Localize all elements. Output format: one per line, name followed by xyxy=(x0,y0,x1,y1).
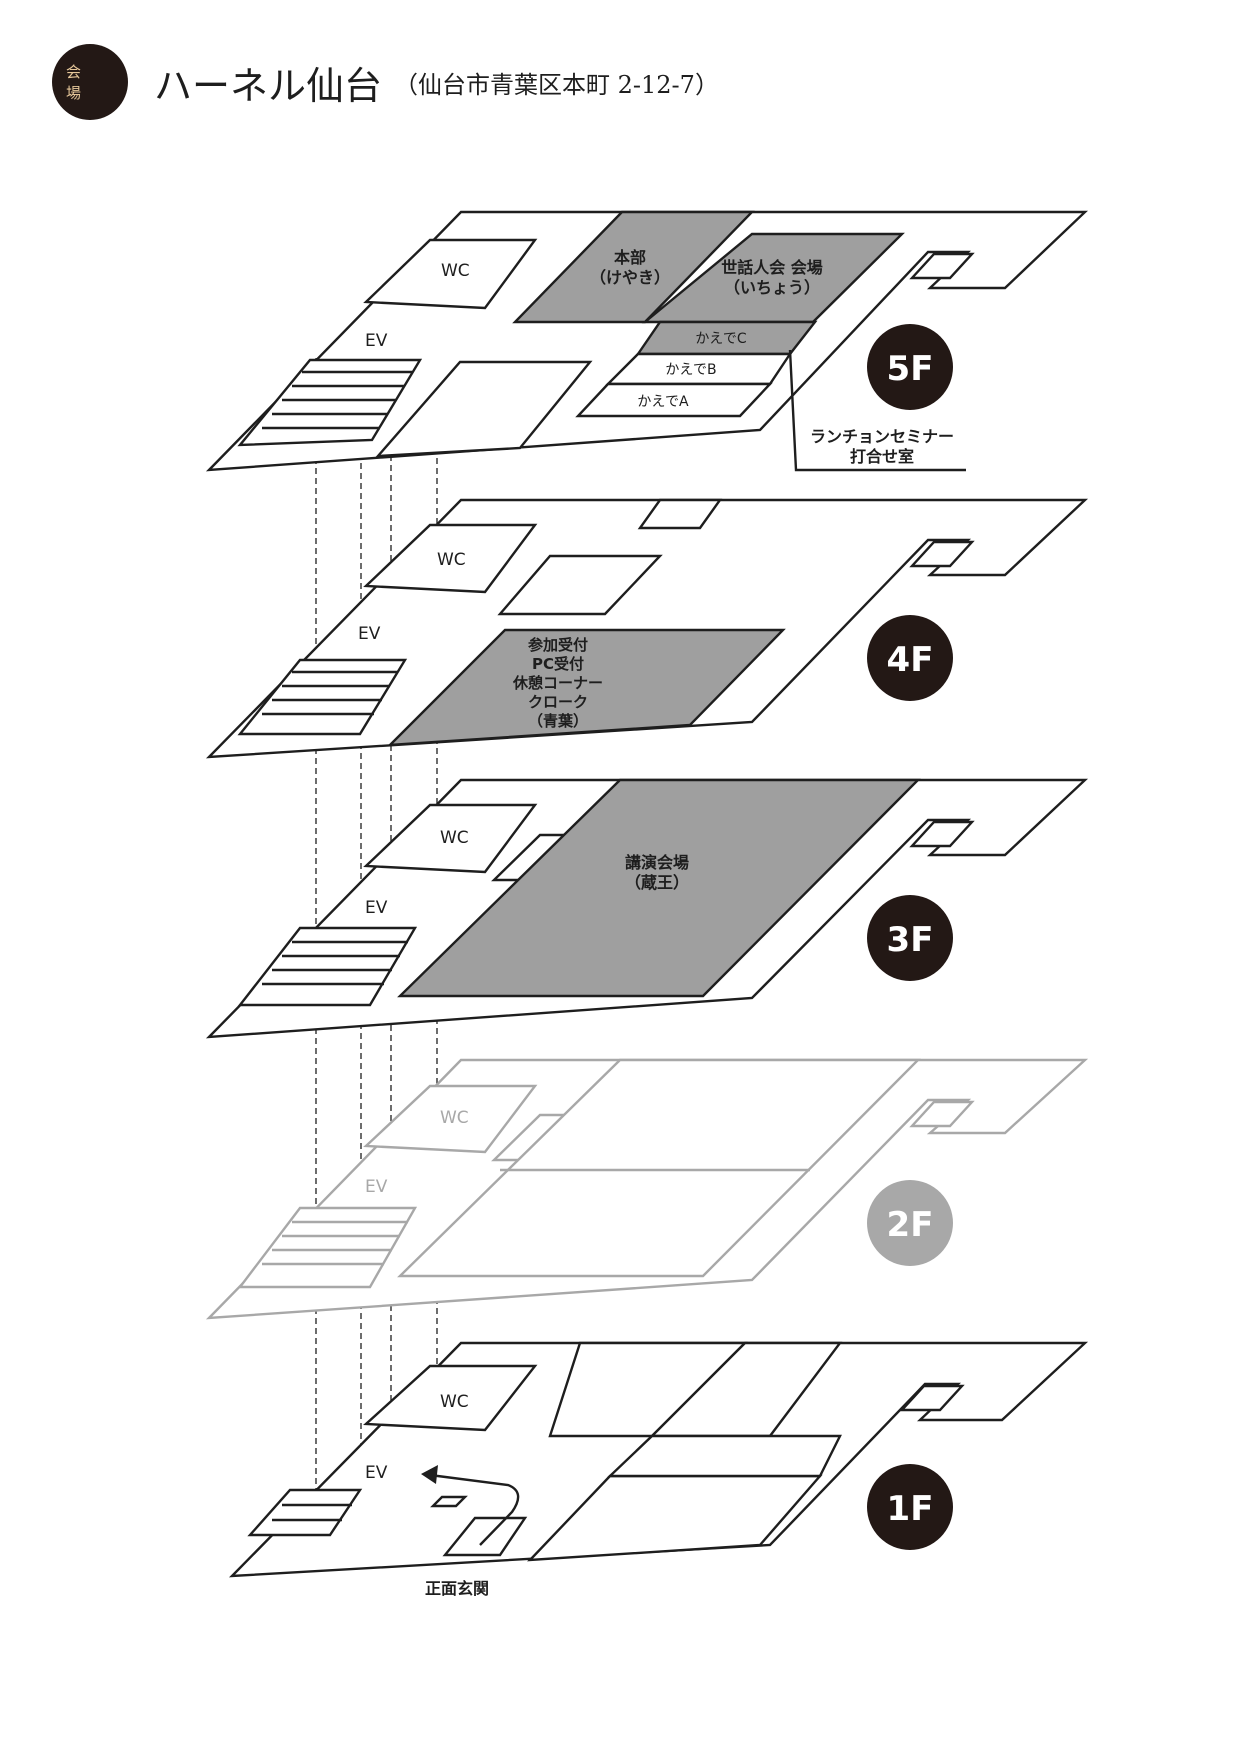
venue-badge: 会 場 xyxy=(52,44,128,120)
floor-4f-reception xyxy=(386,628,786,747)
floor-1f-stair xyxy=(247,1488,363,1537)
venue-header: 会 場 ハーネル仙台 （仙台市青葉区本町 2-12-7） xyxy=(52,42,719,122)
floor-5f-sewanin-sub: （いちょう） xyxy=(724,278,820,297)
floor-4f-reception-2: PC受付 xyxy=(532,655,584,673)
floor-4f-annex xyxy=(909,540,975,568)
floor-5f-leader xyxy=(788,349,966,472)
floor-2f-ev-label: EV xyxy=(365,1177,388,1197)
floor-1f-badge xyxy=(867,1464,953,1550)
floor-5f-kaede-b-label: かえでB xyxy=(665,362,716,378)
floor-5f-wc-label: WC xyxy=(441,261,470,281)
floor-4f-side xyxy=(637,498,723,530)
floor-4f-wc-room xyxy=(363,523,538,594)
floor-3f-badge-label: 3F xyxy=(887,920,934,960)
floor-5f-lunch-sub: 打合せ室 xyxy=(850,447,914,466)
floor-4f-ev-label: EV xyxy=(358,624,381,644)
floor-1f-arrow-head xyxy=(421,1465,438,1484)
floor-1f-annex xyxy=(899,1384,965,1412)
floor-2f: WC EV 2F xyxy=(205,1058,1089,1320)
floor-4f-badge-label: 4F xyxy=(887,640,934,680)
floor-5f: WC EV 本部 （けやき） 世話人会 会場 （いちょう） かえでC かえでB … xyxy=(205,210,1089,472)
floor-5f-badge xyxy=(867,324,953,410)
floor-2f-wc-room xyxy=(363,1084,538,1154)
floor-3f-annex xyxy=(909,820,975,848)
floor-5f-honbu-label: 本部 xyxy=(614,248,646,267)
floor-1f-ev-label: EV xyxy=(365,1463,388,1483)
floor-3f-ev-label: EV xyxy=(365,898,388,918)
floor-2f-stair xyxy=(237,1206,418,1289)
floor-5f-annex xyxy=(909,252,975,280)
floor-4f-reception-4: クローク xyxy=(528,693,588,711)
floor-3f-hall-sub: （蔵王） xyxy=(625,873,689,892)
floor-2f-badge-label: 2F xyxy=(887,1205,934,1245)
floor-4f-reception-1: 参加受付 xyxy=(528,636,588,654)
floor-1f-wc-room xyxy=(363,1364,538,1432)
floor-5f-kaede-c-label: かえでC xyxy=(695,331,747,347)
floor-4f-reception-3: 休憩コーナー xyxy=(512,674,603,692)
floor-5f-lunch-label: ランチョンセミナー xyxy=(810,427,954,446)
floor-4f-reception-5: （青葉） xyxy=(528,712,588,730)
floor-3f-hall-label: 講演会場 xyxy=(625,853,689,872)
floor-1f-wc-label: WC xyxy=(440,1392,469,1412)
floor-5f-kaede-a xyxy=(575,382,773,418)
floor-1f-hall xyxy=(607,1434,842,1478)
floor-3f: WC EV 講演会場 （蔵王） 3F xyxy=(205,778,1089,1039)
floor-1f: WC EV 正面玄関 1F xyxy=(228,1341,1089,1598)
floor-3f-wc-room xyxy=(363,803,538,874)
floor-2f-badge xyxy=(867,1180,953,1266)
floor-1f-badge-label: 1F xyxy=(887,1489,934,1529)
floor-2f-hall xyxy=(397,1058,921,1278)
venue-name: ハーネル仙台 xyxy=(154,63,383,108)
floor-3f-hall xyxy=(397,778,921,998)
floor-1f-entrance-label: 正面玄関 xyxy=(425,1579,489,1598)
floor-5f-ev-label: EV xyxy=(365,331,388,351)
floor-5f-sewanin-label: 世話人会 会場 xyxy=(721,258,823,277)
floor-5f-wc-room xyxy=(363,238,538,310)
floor-3f-wc-label: WC xyxy=(440,828,469,848)
floor-5f-badge-label: 5F xyxy=(887,349,934,389)
floor-3f-badge xyxy=(867,895,953,981)
floor-1f-ev-slot xyxy=(430,1495,468,1508)
floor-5f-kaede-a-label: かえでA xyxy=(637,394,689,410)
floor-2f-wc-label: WC xyxy=(440,1108,469,1128)
floor-5f-room-left xyxy=(375,360,593,458)
venue-address: （仙台市青葉区本町 2-12-7） xyxy=(394,70,719,99)
floor-5f-stair xyxy=(237,358,423,447)
floor-2f-annex xyxy=(909,1100,975,1128)
floor-4f-stair xyxy=(237,658,408,736)
floor-4f-room-top xyxy=(497,554,663,616)
floor-5f-honbu-sub: （けやき） xyxy=(590,268,670,287)
floor-4f-wc-label: WC xyxy=(437,550,466,570)
floor-3f-stair xyxy=(237,926,418,1007)
floor-1f-route-arrow xyxy=(429,1473,520,1546)
floor-4f: WC EV 参加受付 PC受付 休憩コーナー クローク （青葉） 4F xyxy=(205,498,1089,759)
floor-4f-badge xyxy=(867,615,953,701)
floor-1f-entrance-vestibule xyxy=(442,1516,528,1557)
